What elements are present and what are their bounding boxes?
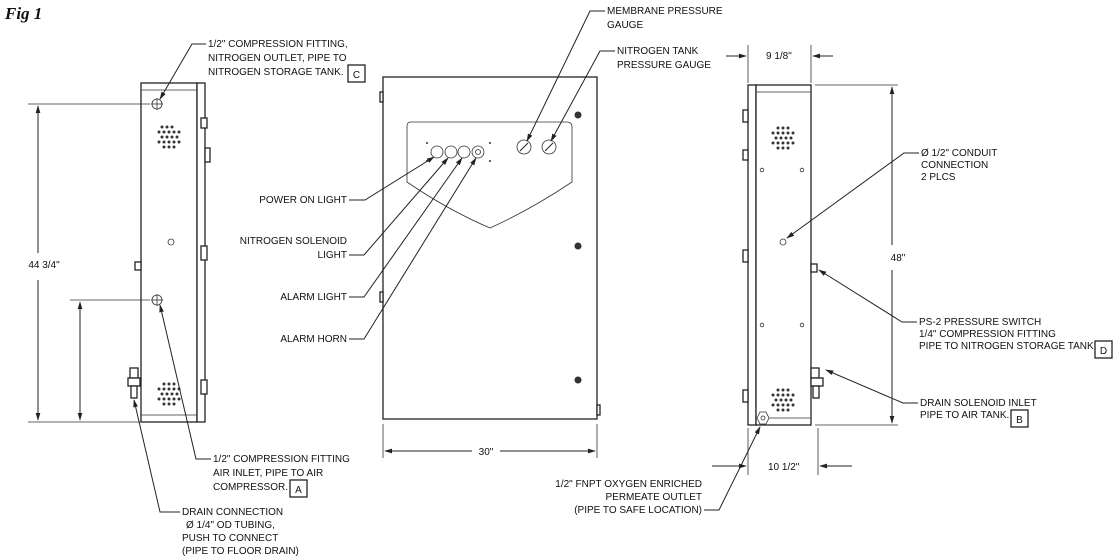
left-cabinet-body <box>140 82 198 423</box>
left-side-hole <box>167 238 175 246</box>
callout-a-box <box>289 479 308 498</box>
latch-top <box>574 111 582 119</box>
label-conduit-1: Ø 1/2" CONDUIT <box>921 148 997 159</box>
right-cabinet-body <box>755 84 812 426</box>
dim-depth-top: 9 1/8" <box>766 51 792 62</box>
right-vent-bottom <box>771 388 795 412</box>
label-membrane-gauge-2: GAUGE <box>607 20 643 31</box>
leader-fnpt <box>704 426 761 511</box>
leader-alarm-light <box>349 157 463 298</box>
pressure-switch-icon <box>810 263 818 273</box>
dim-height-right: 48" <box>891 253 906 264</box>
air-inlet-fitting-icon <box>151 294 163 306</box>
leader-power-light <box>349 156 435 201</box>
callout-c-box <box>347 64 366 83</box>
conduit-connection-icon <box>779 238 787 246</box>
left-vent-bottom <box>157 382 181 406</box>
leader-membrane-gauge <box>526 10 605 142</box>
dim-width-front: 30" <box>479 447 494 458</box>
label-air-inlet-2: AIR INLET, PIPE TO AIR <box>213 468 323 479</box>
callout-d: D <box>1100 346 1107 357</box>
right-side-view <box>742 84 824 426</box>
left-side-view <box>127 82 211 423</box>
label-drain-3: PUSH TO CONNECT <box>182 533 278 544</box>
callout-d-box <box>1094 340 1113 359</box>
label-alarm-light: ALARM LIGHT <box>280 292 347 303</box>
latch-middle <box>574 242 582 250</box>
front-dimension-lines <box>382 424 598 458</box>
label-air-inlet-1: 1/2" COMPRESSION FITTING <box>213 454 350 465</box>
control-panel <box>406 121 573 229</box>
label-power-on-light: POWER ON LIGHT <box>259 195 347 206</box>
latch-bottom <box>574 376 582 384</box>
leader-drain-solenoid <box>825 369 918 404</box>
label-drain-2: Ø 1/4" OD TUBING, <box>186 520 275 531</box>
label-fnpt-2: PERMEATE OUTLET <box>606 492 703 503</box>
callout-a: A <box>295 485 302 496</box>
right-dimension-lines <box>712 45 898 475</box>
left-dimension-lines <box>28 103 150 423</box>
label-air-inlet-3: COMPRESSOR. <box>213 482 288 493</box>
label-nitrogen-outlet-2: NITROGEN OUTLET, PIPE TO <box>208 53 347 64</box>
leader-solenoid-light <box>349 157 449 256</box>
label-drain-solenoid-1: DRAIN SOLENOID INLET <box>920 398 1037 409</box>
leader-tank-gauge <box>550 50 615 142</box>
label-nitrogen-outlet-3: NITROGEN STORAGE TANK. <box>208 67 344 78</box>
label-ps2-1: PS-2 PRESSURE SWITCH <box>919 317 1041 328</box>
leader-ps2 <box>818 269 917 323</box>
leader-alarm-horn <box>349 157 477 340</box>
label-fnpt-1: 1/2" FNPT OXYGEN ENRICHED <box>555 479 702 490</box>
leader-drain <box>133 399 180 513</box>
left-side-knob <box>134 261 142 271</box>
permeate-outlet-icon <box>756 411 770 425</box>
label-tank-gauge-2: PRESSURE GAUGE <box>617 60 711 71</box>
alarm-horn-icon <box>471 145 485 159</box>
callout-b: B <box>1016 415 1023 426</box>
solenoid-light-icon <box>444 145 458 159</box>
leader-air-inlet <box>159 304 211 460</box>
label-nitrogen-outlet-1: 1/2" COMPRESSION FITTING, <box>208 39 348 50</box>
label-tank-gauge-1: NITROGEN TANK <box>617 46 699 57</box>
front-view <box>379 76 601 420</box>
right-vent-top <box>771 126 795 150</box>
dim-height-left: 44 3/4" <box>28 260 60 271</box>
label-solenoid-light-1: NITROGEN SOLENOID <box>240 236 347 247</box>
label-drain-solenoid-2: PIPE TO AIR TANK. <box>920 410 1009 421</box>
nitrogen-outlet-fitting-icon <box>151 98 163 110</box>
label-solenoid-light-2: LIGHT <box>318 250 347 261</box>
left-vent-top <box>157 125 181 149</box>
alarm-light-icon <box>457 145 471 159</box>
label-alarm-horn: ALARM HORN <box>280 334 347 345</box>
label-fnpt-3: (PIPE TO SAFE LOCATION) <box>574 505 702 516</box>
figure-title: Fig 1 <box>4 4 42 23</box>
label-drain-4: (PIPE TO FLOOR DRAIN) <box>182 546 299 557</box>
callout-b-box <box>1010 409 1029 428</box>
leader-conduit <box>786 152 919 239</box>
label-ps2-2: 1/4" COMPRESSION FITTING <box>919 329 1056 340</box>
label-conduit-3: 2 PLCS <box>921 172 956 183</box>
front-cabinet-door <box>382 76 598 420</box>
label-conduit-2: CONNECTION <box>921 160 988 171</box>
dim-depth-bottom: 10 1/2" <box>768 462 800 473</box>
leader-nitrogen-outlet <box>159 43 206 100</box>
tank-pressure-gauge-icon <box>541 139 557 155</box>
right-cabinet-door <box>747 84 757 426</box>
membrane-pressure-gauge-icon <box>516 139 532 155</box>
drain-connection-icon <box>127 367 141 399</box>
drain-solenoid-icon <box>810 367 824 399</box>
label-membrane-gauge-1: MEMBRANE PRESSURE <box>607 6 723 17</box>
label-drain-1: DRAIN CONNECTION <box>182 507 283 518</box>
power-light-icon <box>430 145 444 159</box>
callout-c: C <box>353 70 360 81</box>
label-ps2-3: PIPE TO NITROGEN STORAGE TANK. <box>919 341 1096 352</box>
